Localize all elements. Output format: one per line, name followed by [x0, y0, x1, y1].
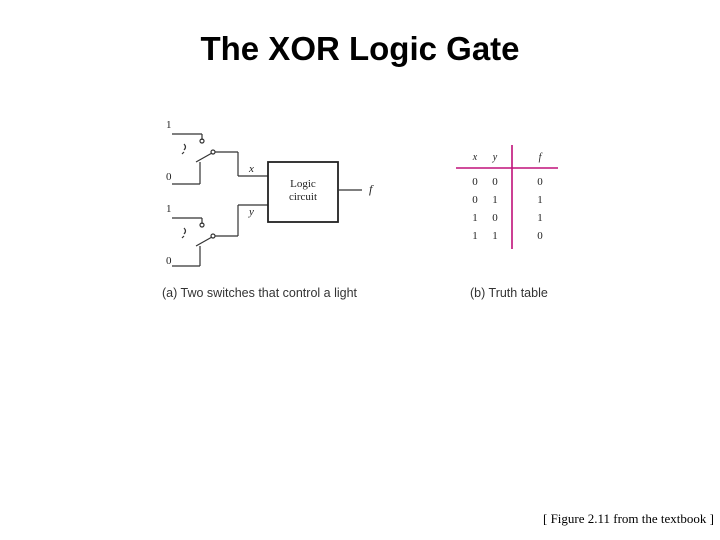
truth-table-cell-x: 1 [472, 230, 478, 242]
switch-y-arrow [183, 227, 187, 235]
switch-x [172, 133, 268, 185]
truth-table-cell-y: 0 [492, 212, 498, 224]
logic-circuit-block [267, 161, 339, 223]
source-note: [ Figure 2.11 from the textbook ] [542, 511, 714, 526]
truth-table-cell-y: 1 [492, 194, 498, 206]
switch-x-arrow-tail [181, 151, 185, 155]
truth-table-rows: 0 0 0 0 1 1 1 0 1 1 1 0 [472, 176, 543, 242]
truth-table-cell-f: 1 [537, 212, 543, 224]
switch-x-high-label: 1 [166, 119, 172, 131]
switch-y-low-label: 0 [166, 255, 172, 267]
switch-x-arrow [183, 143, 187, 151]
truth-table-header-x: x [472, 152, 478, 163]
switch-y-arrow-tail [181, 235, 185, 239]
switch-y-lever [195, 236, 213, 247]
truth-table-cell-x: 1 [472, 212, 478, 224]
switch-y-high-contact [199, 222, 205, 228]
truth-table-cell-f: 0 [537, 176, 543, 188]
logic-circuit-label-line1: Logic [290, 178, 316, 190]
truth-table-cell-y: 0 [492, 176, 498, 188]
truth-table-cell-y: 1 [492, 230, 498, 242]
switch-x-pivot [210, 149, 216, 155]
switch-y-pivot [210, 233, 216, 239]
switch-x-high-contact [199, 138, 205, 144]
logic-circuit-label-line2: circuit [289, 191, 317, 203]
truth-table: x y f 0 0 0 0 1 1 1 0 1 1 1 0 [456, 145, 558, 249]
truth-table-cell-x: 0 [472, 176, 478, 188]
switch-y [172, 204, 268, 267]
output-f-label: f [369, 182, 374, 196]
truth-table-cell-f: 0 [537, 230, 543, 242]
signal-y-label: y [248, 206, 254, 218]
switch-x-low-label: 0 [166, 171, 172, 183]
truth-table-cell-x: 0 [472, 194, 478, 206]
switch-x-lever [195, 152, 213, 163]
truth-table-header-y: y [492, 152, 498, 163]
slide-title: The XOR Logic Gate [200, 30, 520, 67]
truth-table-header-f: f [539, 152, 543, 163]
signal-x-label: x [248, 163, 254, 175]
truth-table-cell-f: 1 [537, 194, 543, 206]
figure-a-caption: (a) Two switches that control a light [162, 286, 357, 300]
figure-b-caption: (b) Truth table [470, 286, 548, 300]
switch-y-high-label: 1 [166, 203, 172, 215]
